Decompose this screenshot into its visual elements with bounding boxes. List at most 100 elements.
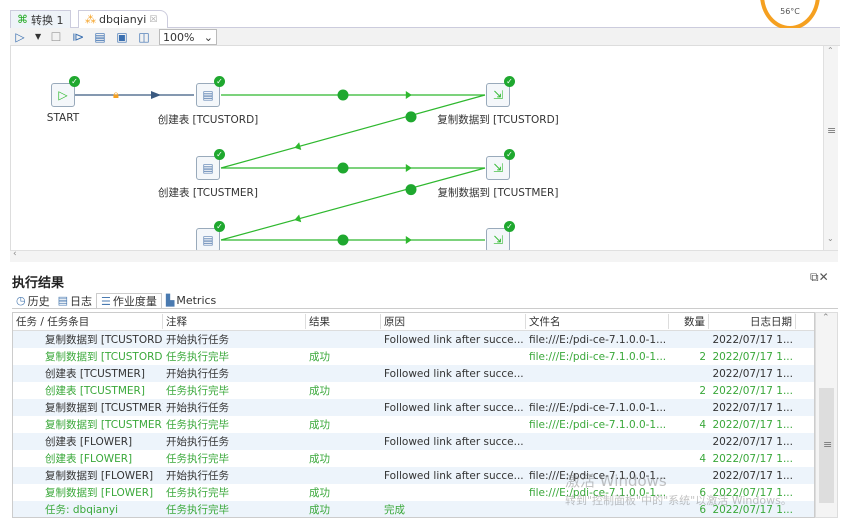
- table-cell: 2: [699, 384, 706, 397]
- table-cell: 任务执行完毕: [166, 504, 229, 516]
- hop-success-icon: [337, 89, 349, 101]
- hop[interactable]: [220, 167, 486, 241]
- canvas-vertical-scrollbar[interactable]: ⌃≡⌄: [823, 46, 838, 250]
- tab-dbqianyi[interactable]: ⁂dbqianyi☒: [78, 10, 168, 28]
- table-scrollbar[interactable]: ⌃≡: [815, 312, 838, 518]
- table-cell: 成功: [309, 385, 330, 397]
- success-check-icon: ✓: [214, 149, 225, 160]
- column-header[interactable]: 文件名: [526, 314, 669, 329]
- table-cell: 成功: [309, 351, 330, 363]
- column-header[interactable]: 日志日期: [709, 314, 796, 329]
- tab-transformation-1[interactable]: ⌘转换 1: [10, 10, 71, 28]
- table-cell: 复制数据到 [TCUSTORD]: [45, 351, 163, 363]
- table-cell: file:///E:/pdi-ce-7.1.0.0-1...: [529, 486, 667, 499]
- maximize-icon[interactable]: ⧉: [810, 270, 819, 284]
- table-header: 任务 / 任务条目注释结果原因文件名数量日志日期: [13, 313, 814, 331]
- column-header[interactable]: 数量: [669, 314, 709, 329]
- column-header[interactable]: 结果: [306, 314, 381, 329]
- sql-icon[interactable]: ▣: [116, 29, 128, 44]
- run-icon[interactable]: ▷: [15, 29, 25, 44]
- tab-history[interactable]: ◷历史: [16, 294, 50, 308]
- table-cell: 完成: [384, 504, 405, 516]
- column-header[interactable]: 注释: [163, 314, 306, 329]
- table-cell: 复制数据到 [FLOWER]: [45, 470, 154, 482]
- transformation-icon: ⌘: [17, 13, 28, 26]
- canvas-horizontal-scrollbar[interactable]: ‹: [10, 249, 838, 262]
- job-entry-copy[interactable]: ⇲: [486, 83, 510, 107]
- stop-icon[interactable]: ☐: [50, 29, 62, 44]
- preview-icon[interactable]: ⧐: [72, 29, 84, 44]
- run-dropdown-icon[interactable]: ▼: [35, 32, 42, 41]
- toolbar: ▷ ▼ ☐ ⧐ ▤ ▣ ◫ 100%⌄: [10, 28, 840, 46]
- table-cell: 2022/07/17 1...: [712, 333, 793, 346]
- job-entry-start[interactable]: ▷: [51, 83, 75, 107]
- hop-arrow: [405, 91, 412, 99]
- table-cell: 复制数据到 [TCUSTMER]: [45, 419, 163, 431]
- success-check-icon: ✓: [504, 149, 515, 160]
- history-icon: ◷: [16, 294, 26, 307]
- panel-buttons: ⧉✕: [810, 270, 829, 285]
- hop[interactable]: [220, 94, 486, 169]
- table-cell: 创建表 [FLOWER]: [45, 453, 133, 465]
- hop-success-icon: [337, 162, 349, 174]
- tab-chart[interactable]: ▙Metrics: [165, 294, 217, 307]
- success-check-icon: ✓: [214, 76, 225, 87]
- table-cell: 2022/07/17 1...: [712, 469, 793, 482]
- align-icon[interactable]: ◫: [138, 29, 150, 44]
- table-cell: Followed link after succe...: [384, 367, 524, 380]
- close-icon[interactable]: ✕: [818, 270, 829, 284]
- activation-watermark: 激活 Windows: [565, 472, 667, 490]
- table-cell: 开始执行任务: [166, 436, 229, 448]
- sql-icon: ▤: [202, 233, 214, 247]
- table-cell: file:///E:/pdi-ce-7.1.0.0-1...: [529, 401, 667, 414]
- tab-log[interactable]: ▤日志: [57, 294, 93, 308]
- table-cell: 2: [699, 350, 706, 363]
- hops: [75, 89, 486, 246]
- tab-metrics[interactable]: ☰作业度量: [96, 293, 162, 308]
- job-entry-copy[interactable]: ⇲: [486, 156, 510, 180]
- table-cell: file:///E:/pdi-ce-7.1.0.0-1...: [529, 333, 667, 346]
- job-entry-copy[interactable]: ⇲: [486, 228, 510, 250]
- scroll-thumb[interactable]: [819, 388, 834, 503]
- job-entry-label: START: [46, 112, 80, 124]
- column-header[interactable]: 原因: [381, 314, 526, 329]
- log-icon: ▤: [57, 294, 69, 307]
- panel-title: 执行结果: [12, 276, 65, 291]
- job-entry-sql[interactable]: ▤: [196, 228, 220, 250]
- table-cell: 任务执行完毕: [166, 487, 229, 499]
- job-entry-label: 复制数据到 [TCUSTORD]: [437, 114, 559, 126]
- table-cell: 开始执行任务: [166, 368, 229, 380]
- job-canvas[interactable]: 🔒︎ ▷✓START▤✓创建表 [TCUSTORD]⇲✓复制数据到 [TCUST…: [10, 46, 823, 250]
- table-cell: file:///E:/pdi-ce-7.1.0.0-1...: [529, 418, 667, 431]
- zoom-select[interactable]: 100%⌄: [159, 28, 217, 45]
- sql-icon: ▤: [202, 88, 214, 102]
- table-cell: Followed link after succe...: [384, 401, 524, 414]
- table-cell: 6: [699, 486, 706, 499]
- table-cell: 成功: [309, 504, 330, 516]
- table-cell: 开始执行任务: [166, 402, 229, 414]
- table-cell: Followed link after succe...: [384, 333, 524, 346]
- close-icon[interactable]: ☒: [149, 14, 158, 25]
- column-header[interactable]: 任务 / 任务条目: [13, 314, 163, 329]
- hop-success-icon: [405, 184, 417, 196]
- check-icon[interactable]: ▤: [94, 29, 106, 44]
- chevron-down-icon: ⌄: [203, 30, 213, 44]
- job-icon: ⁂: [85, 13, 96, 26]
- job-entry-sql[interactable]: ▤: [196, 83, 220, 107]
- table-cell: 2022/07/17 1...: [712, 452, 793, 465]
- job-entry-sql[interactable]: ▤: [196, 156, 220, 180]
- copy-icon: ⇲: [492, 88, 504, 102]
- hop-arrow: [294, 214, 302, 223]
- table-cell: file:///E:/pdi-ce-7.1.0.0-1...: [529, 469, 667, 482]
